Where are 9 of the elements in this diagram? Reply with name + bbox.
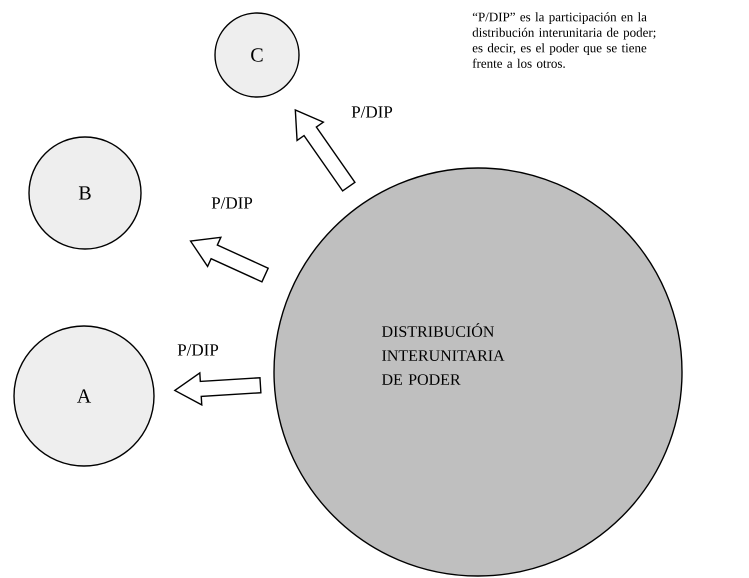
note-text: “P/DIP” es la participación en la distribución interunitaria de poder; es decir, es el poder que se tiene frente a los otros. bbox=[472, 12, 656, 68]
edge-label: P/DIP bbox=[176, 343, 220, 357]
block-arrow bbox=[174, 372, 262, 406]
block-arrow bbox=[294, 108, 356, 192]
circle-node: B bbox=[28, 136, 142, 250]
circle-node: A bbox=[13, 325, 155, 467]
circle-node: C bbox=[214, 12, 300, 98]
edge-label: P/DIP bbox=[350, 105, 394, 119]
edge-label: P/DIP bbox=[210, 196, 254, 210]
